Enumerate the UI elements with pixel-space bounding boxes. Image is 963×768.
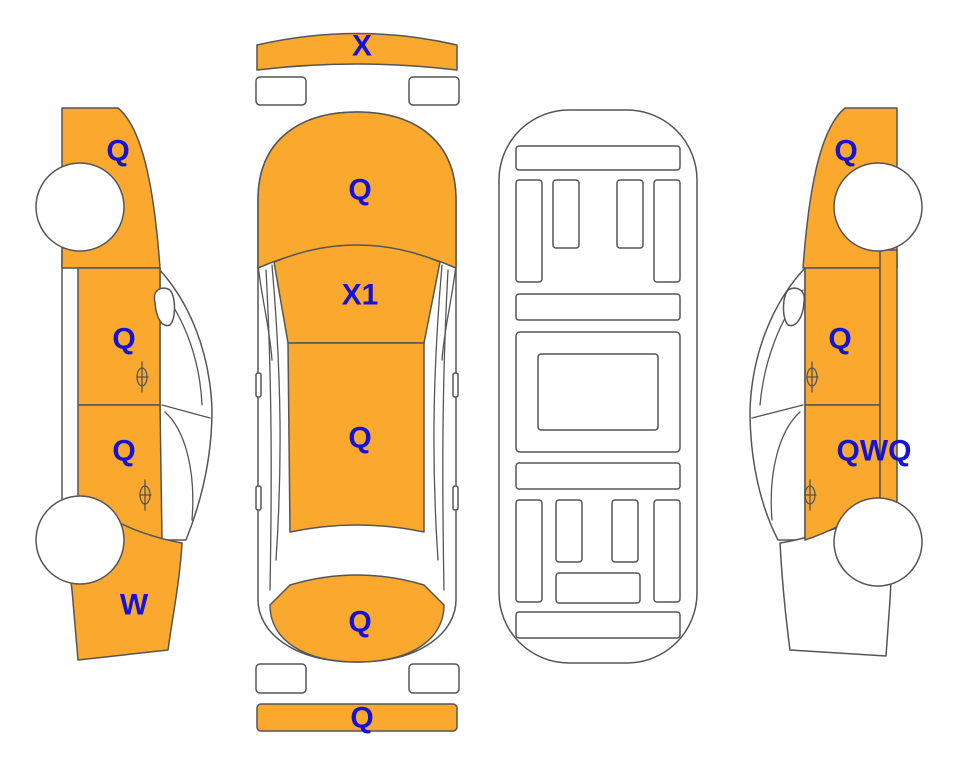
left-mirror — [153, 287, 176, 327]
right-rear-wheel — [833, 497, 923, 587]
left-front-door-handle-ring — [136, 367, 148, 387]
right-rear-door-handle-ring — [804, 485, 816, 505]
underside-rear-left-box — [555, 499, 583, 563]
right-front-door-handle-ring — [806, 367, 818, 387]
underside-front-right-rail — [653, 179, 681, 283]
top-left-mirror — [257, 264, 273, 361]
left-side-pillar — [161, 404, 211, 419]
underside-rear-right-box — [611, 499, 639, 563]
rear-bumper-panel[interactable] — [256, 703, 458, 732]
left-side-glass-outline — [157, 267, 213, 541]
right-side-pillar — [751, 404, 804, 419]
right-front-wheel — [833, 162, 923, 252]
roof-main-panel[interactable] — [287, 342, 425, 533]
underside-rear-box — [555, 572, 641, 604]
left-side-view: Q Q Q W — [35, 107, 213, 661]
left-rear-door-handle-ring — [139, 485, 151, 505]
left-front-door-handle — [136, 361, 149, 393]
right-front-door-label: Q — [828, 323, 851, 356]
right-rear-door-label: QWQ — [837, 435, 912, 468]
left-side-window-lower — [164, 411, 194, 521]
underside-front-bar — [515, 145, 681, 171]
underside-rear-left-rail — [515, 499, 543, 603]
roof-front-label: X1 — [342, 279, 379, 312]
underside-front-right-box — [616, 179, 644, 249]
top-left-side-line — [265, 269, 272, 591]
roof-main-label: Q — [348, 422, 371, 455]
right-side-window-lower — [770, 411, 801, 521]
right-mirror — [782, 287, 805, 327]
front-right-light — [408, 76, 460, 106]
top-view: X Q X1 Q Q Q — [255, 30, 460, 735]
left-rear-wheel — [35, 495, 125, 585]
right-rear-door-handle — [804, 479, 817, 511]
left-rear-door-handle — [139, 479, 152, 511]
underside-view — [498, 109, 698, 664]
top-right-handle-2 — [452, 485, 459, 511]
top-right-window — [433, 264, 443, 561]
left-rear-door-label: Q — [112, 435, 135, 468]
underside-mid-bar-1 — [515, 293, 681, 321]
top-right-mirror — [441, 264, 457, 361]
right-front-fender-label: Q — [834, 135, 857, 168]
top-left-handle-1 — [255, 372, 262, 398]
trunk-panel[interactable] — [269, 574, 445, 663]
roof-front-panel[interactable] — [273, 244, 441, 344]
front-bumper-panel[interactable] — [256, 32, 458, 71]
left-rear-quarter-label: W — [120, 589, 149, 622]
underside-rear-right-rail — [653, 499, 681, 603]
top-right-side-line — [442, 269, 449, 591]
hood-label: Q — [348, 174, 371, 207]
underside-front-left-rail — [515, 179, 543, 283]
right-side-glass-outline — [749, 267, 806, 541]
rear-left-light — [255, 663, 307, 694]
right-front-door-handle — [806, 361, 819, 393]
trunk-label: Q — [348, 606, 371, 639]
front-bumper-label: X — [352, 30, 372, 63]
left-front-wheel — [35, 162, 125, 252]
underside-center-panel — [537, 353, 659, 431]
front-left-light — [255, 76, 307, 106]
underside-rear-bar — [515, 611, 681, 639]
top-right-handle-1 — [452, 372, 459, 398]
left-front-door-label: Q — [112, 323, 135, 356]
underside-mid-bar-2 — [515, 462, 681, 490]
left-front-fender-label: Q — [106, 135, 129, 168]
rear-bumper-label: Q — [350, 702, 373, 735]
right-side-view: Q Q QWQ — [749, 107, 923, 657]
underside-front-left-box — [552, 179, 580, 249]
top-left-handle-2 — [255, 485, 262, 511]
top-left-window — [271, 264, 281, 561]
rear-right-light — [408, 663, 460, 694]
